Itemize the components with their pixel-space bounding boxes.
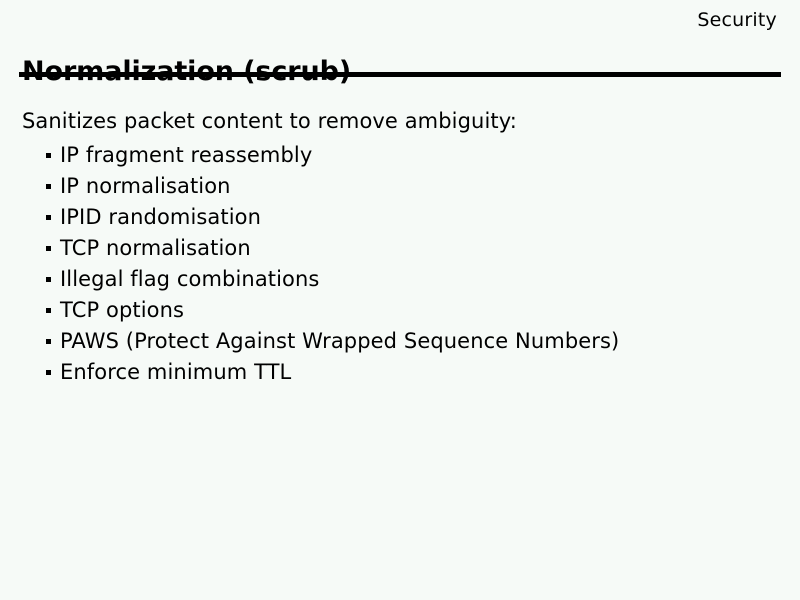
- list-item-label: PAWS (Protect Against Wrapped Sequence N…: [60, 329, 620, 353]
- list-item-label: Enforce minimum TTL: [60, 360, 292, 384]
- slide-content: Sanitizes packet content to remove ambig…: [22, 108, 780, 388]
- list-item: IPID randomisation: [22, 202, 780, 233]
- bullet-list: IP fragment reassembly IP normalisation …: [22, 140, 780, 388]
- list-item-label: IP fragment reassembly: [60, 143, 313, 167]
- list-item-label: TCP options: [60, 298, 185, 322]
- square-bullet-icon: [46, 277, 51, 282]
- list-item: TCP options: [22, 295, 780, 326]
- list-item: Enforce minimum TTL: [22, 357, 780, 388]
- square-bullet-icon: [46, 184, 51, 189]
- slide-section-label: Security: [697, 9, 777, 31]
- list-item-label: IP normalisation: [60, 174, 231, 198]
- square-bullet-icon: [46, 153, 51, 158]
- square-bullet-icon: [46, 370, 51, 375]
- square-bullet-icon: [46, 246, 51, 251]
- square-bullet-icon: [46, 215, 51, 220]
- list-item: PAWS (Protect Against Wrapped Sequence N…: [22, 326, 780, 357]
- list-item: Illegal flag combinations: [22, 264, 780, 295]
- list-item: IP fragment reassembly: [22, 140, 780, 171]
- list-item-label: TCP normalisation: [60, 236, 251, 260]
- square-bullet-icon: [46, 339, 51, 344]
- list-item-label: Illegal flag combinations: [60, 267, 320, 291]
- list-item: TCP normalisation: [22, 233, 780, 264]
- title-divider: [19, 72, 781, 77]
- intro-text: Sanitizes packet content to remove ambig…: [22, 109, 517, 133]
- list-item: IP normalisation: [22, 171, 780, 202]
- list-item-label: IPID randomisation: [60, 205, 262, 229]
- square-bullet-icon: [46, 308, 51, 313]
- page-title: Normalization (scrub): [22, 56, 351, 88]
